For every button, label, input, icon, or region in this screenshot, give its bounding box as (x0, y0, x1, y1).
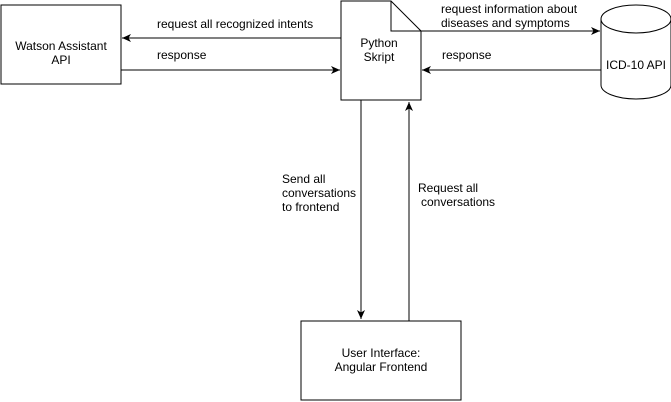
python-label-line1: Python (360, 36, 397, 50)
edge-label-send-line3: to frontend (282, 200, 339, 214)
ui-label-line1: User Interface: (342, 346, 421, 360)
edge-label-request-icd-line2: diseases and symptoms (441, 16, 570, 30)
edge-label-response-watson: response (157, 48, 207, 62)
user-interface-node: User Interface: Angular Frontend (300, 320, 462, 401)
edge-label-request-conv-line1: Request all (418, 181, 478, 195)
edge-label-request-intents: request all recognized intents (157, 17, 313, 31)
edge-label-send-line1: Send all (282, 172, 325, 186)
watson-label-line1: Watson Assistant (15, 39, 107, 53)
python-label-line2: Skript (364, 50, 395, 64)
icd10-api-node: ICD-10 API (600, 4, 671, 100)
edge-label-request-conv-line2: conversations (421, 195, 495, 209)
edge-label-send-line2: conversations (282, 186, 356, 200)
python-script-node: Python Skript (340, 0, 422, 101)
edge-label-request-icd-line1: request information about (441, 2, 578, 16)
edge-label-response-icd: response (442, 48, 492, 62)
ui-label-line2: Angular Frontend (335, 360, 428, 374)
icd10-label: ICD-10 API (606, 58, 666, 72)
watson-label-line2: API (51, 53, 70, 67)
watson-assistant-node: Watson Assistant API (0, 4, 122, 85)
